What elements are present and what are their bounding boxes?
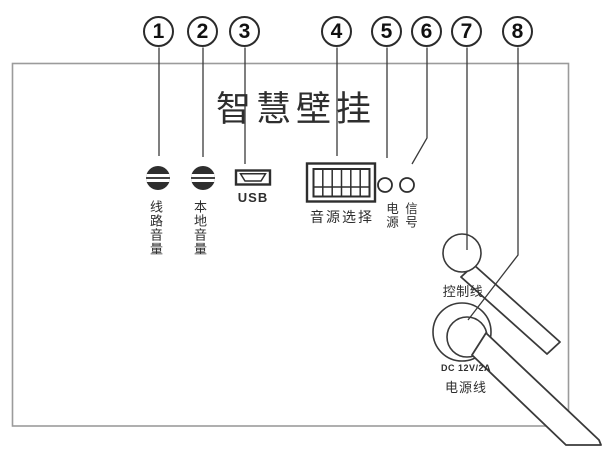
line-volume-screw [146, 166, 170, 190]
callout-3-number: 3 [238, 20, 251, 43]
callout-7: 7 [451, 16, 482, 47]
audio-source-select-label: 音源选择 [310, 209, 374, 225]
callout-6-number: 6 [420, 20, 433, 43]
leader-line-6 [411, 47, 428, 165]
callout-8-number: 8 [511, 20, 524, 43]
callout-3: 3 [229, 16, 260, 47]
control-cable-label: 控制线 [442, 284, 484, 299]
callout-8: 8 [502, 16, 533, 47]
signal-led [399, 177, 415, 193]
callout-1-number: 1 [152, 20, 165, 43]
callout-2-number: 2 [196, 20, 209, 43]
local-volume-screw [191, 166, 215, 190]
control-cable [460, 264, 561, 355]
power-rating-label: DC 12V/2A [440, 363, 492, 373]
power-led [377, 177, 393, 193]
callout-4-number: 4 [330, 20, 343, 43]
panel-title: 智慧壁挂 [215, 90, 377, 129]
usb-port [234, 169, 272, 186]
line-volume-label: 线路音量 [148, 200, 163, 256]
callout-leader-lines [158, 47, 428, 165]
callout-6: 6 [411, 16, 442, 47]
power-cable [471, 332, 602, 446]
callout-1: 1 [143, 16, 174, 47]
callout-5: 5 [371, 16, 402, 47]
power-led-label: 电源 [384, 202, 398, 229]
callout-7-number: 7 [460, 20, 473, 43]
leader-line-8 [467, 47, 519, 321]
callout-4: 4 [321, 16, 352, 47]
callout-2: 2 [187, 16, 218, 47]
dip-switch-block [305, 162, 377, 203]
power-cable-label: 电源线 [444, 380, 488, 395]
usb-label: USB [237, 190, 269, 205]
callout-5-number: 5 [380, 20, 393, 43]
local-volume-label: 本地音量 [192, 200, 207, 256]
signal-led-label: 信号 [403, 202, 417, 229]
control-cable-entry [442, 233, 482, 273]
